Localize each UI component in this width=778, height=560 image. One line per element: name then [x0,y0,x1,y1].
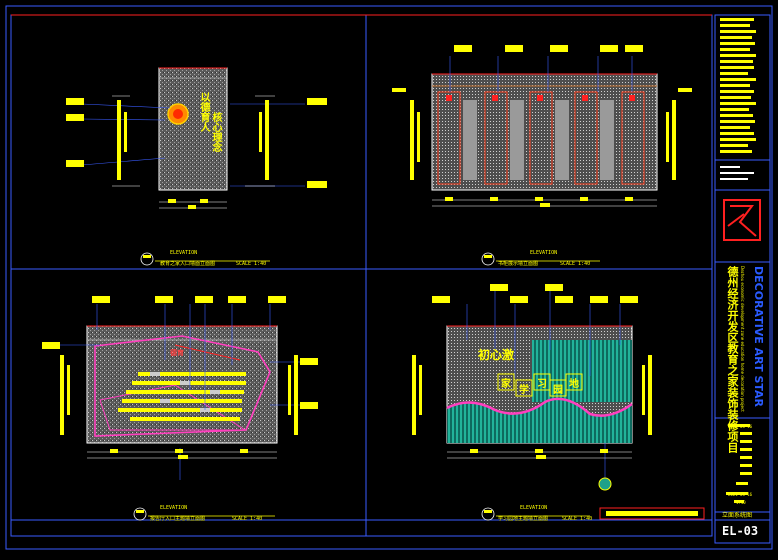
view1-subtitle: 教育之家入口墙面立面图 [160,261,216,267]
view3-scale: SCALE 1:40 [232,516,263,522]
view1-elevation [66,67,327,266]
view4-elevation [412,284,705,521]
view3-logo-text: 德育 [170,349,184,357]
view4-subtitle: 学习园地主题墙立面图 [498,516,549,522]
view4-char-2: 学 [519,385,529,396]
view3-pink-frame [94,335,271,437]
red-note-box [599,507,705,520]
view4-pink-wave [446,397,633,417]
view2-title: ELEVATION [530,250,558,256]
scale-note: 1:40 [736,500,746,505]
sheet-border [5,5,773,550]
view4-teal-panel-top [532,340,632,402]
view1-slogan-a: 以德育人 [198,92,209,132]
view2-scale: SCALE 1:40 [560,261,591,267]
view4-scale: SCALE 1:40 [562,516,593,522]
brand-name: DECORATIVE ART STAR [752,266,765,408]
view3-subtitle: 报告厅入口主题墙立面图 [150,516,206,522]
view4-char-4: 园 [553,385,563,396]
view2-bookcases [437,91,645,185]
sheet-name: 立面系统图 [722,512,753,519]
drawing-code: EL-03 [722,524,759,538]
view4-section-marker [598,477,612,491]
view1-title: ELEVATION [170,250,198,256]
view2-elevation [392,45,692,266]
company-logo [723,199,761,241]
view1-scale: SCALE 1:40 [236,261,267,267]
view3-elevation [42,296,318,521]
view1-slogan-b: 核心理念 [210,112,221,152]
title-block-notes [720,18,756,153]
view4-char-frames [497,373,583,397]
title-block-fields [726,424,752,503]
title-block [714,14,771,544]
project-name-en: Dezhou economic development zone educati… [740,266,745,412]
view4-slogan: 初心激 [478,348,515,362]
view3-title: ELEVATION [160,505,188,511]
date-1: 2021-08-16 [728,424,753,429]
view4-char-1: 家 [501,379,511,390]
view4-char-5: 地 [569,379,579,390]
project-name: 德州经济开发区教育之家装饰装修项目 [726,266,739,453]
view2-subtitle: 书柜展示墙立面图 [498,261,539,267]
view4-char-3: 习 [537,379,547,390]
view4-title: ELEVATION [520,505,548,511]
date-2: 2021-08-16 [728,492,753,497]
